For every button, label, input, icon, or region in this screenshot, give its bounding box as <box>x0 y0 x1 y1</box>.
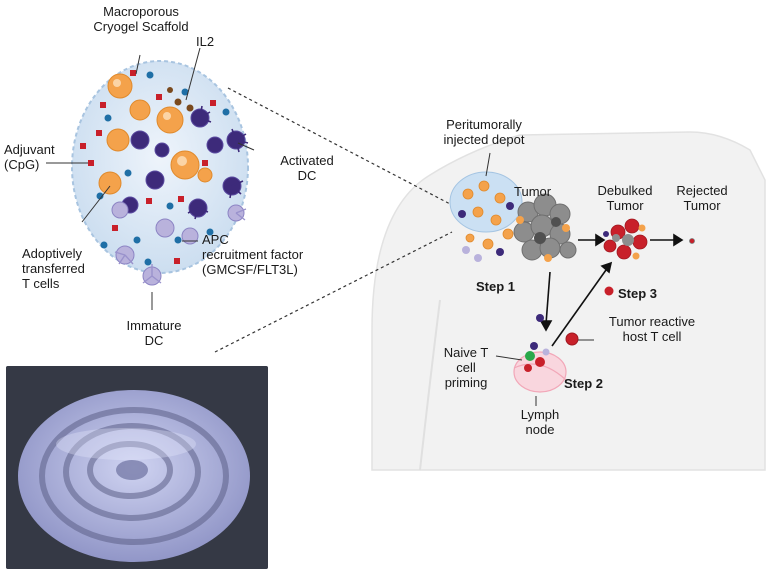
debulked-line2: Tumor <box>606 198 644 213</box>
scaffold-label-line1: Macroporous <box>103 4 179 19</box>
apc-factor-label: APC recruitment factor (GMCSF/FLT3L) <box>202 232 303 277</box>
adjuvant-label-line1: Adjuvant <box>4 142 55 157</box>
depot-label: Peritumorally injected depot <box>424 117 544 147</box>
naive-line1: Naive T <box>443 345 489 360</box>
adjuvant-label-line2: (CpG) <box>4 157 40 172</box>
lymph-line1: Lymph <box>520 407 560 422</box>
depot-line1: Peritumorally <box>446 117 522 132</box>
adoptive-t-cells-label: Adoptively transferred T cells <box>22 246 85 291</box>
activated-dc-label: Activated DC <box>262 153 352 183</box>
lymph-node <box>513 314 567 393</box>
lymph-node-label: Lymph node <box>520 407 560 437</box>
tumor-label: Tumor <box>514 184 552 199</box>
immature-dc-line1: Immature <box>126 318 182 333</box>
adoptive-t-line3: T cells <box>22 276 60 291</box>
debulked-tumor <box>603 218 648 260</box>
apc-factor-line3: (GMCSF/FLT3L) <box>202 262 298 277</box>
depot-line2: injected depot <box>443 132 525 147</box>
tumor-reactive-t-cell <box>565 332 579 346</box>
tumor-reactive-line1: Tumor reactive <box>608 314 696 329</box>
scaffold-label-line2: Cryogel Scaffold <box>93 19 189 34</box>
step1-label: Step 1 <box>476 279 516 294</box>
activated-dc-line2: DC <box>297 168 317 183</box>
migrating-t-cell <box>604 286 614 296</box>
apc-recruitment-factor-dots <box>96 71 230 266</box>
il2-label: IL2 <box>196 34 215 49</box>
naive-t-label: Naive T cell priming <box>436 345 496 390</box>
process-arrows <box>539 233 684 347</box>
immature-dc-label: Immature DC <box>104 318 204 348</box>
immature-dc-line2: DC <box>144 333 164 348</box>
tumor-reactive-line2: host T cell <box>622 329 682 344</box>
leader-lines-right <box>485 152 594 406</box>
rejected-tumor-label: Rejected Tumor <box>664 183 740 213</box>
adjuvant-particles <box>80 70 216 264</box>
debulked-line1: Debulked <box>597 183 653 198</box>
zoom-projection-lines <box>214 87 453 353</box>
activated-dc-line1: Activated <box>280 153 334 168</box>
debulked-tumor-label: Debulked Tumor <box>590 183 660 213</box>
apc-factor-line2: recruitment factor <box>202 247 304 262</box>
rejected-line2: Tumor <box>683 198 721 213</box>
rejected-line1: Rejected <box>676 183 728 198</box>
tumor-mass <box>513 193 577 262</box>
cryogel-photo <box>6 366 268 569</box>
adoptive-t-line2: transferred <box>22 261 85 276</box>
injected-depot <box>449 171 523 262</box>
rejected-tumor-remnant <box>689 238 695 244</box>
adjuvant-label: Adjuvant (CpG) <box>4 142 55 172</box>
il2-particles <box>167 87 194 112</box>
apc-factor-line1: APC <box>202 232 229 247</box>
adoptive-t-line1: Adoptively <box>22 246 82 261</box>
tumor-reactive-label: Tumor reactive host T cell <box>596 314 708 344</box>
step3-label: Step 3 <box>618 286 658 301</box>
leader-lines-left <box>46 47 255 310</box>
step2-label: Step 2 <box>564 376 604 391</box>
scaffold-label: Macroporous Cryogel Scaffold <box>86 4 196 34</box>
naive-line3: priming <box>444 375 488 390</box>
naive-line2: cell <box>456 360 476 375</box>
lymph-line2: node <box>525 422 555 437</box>
